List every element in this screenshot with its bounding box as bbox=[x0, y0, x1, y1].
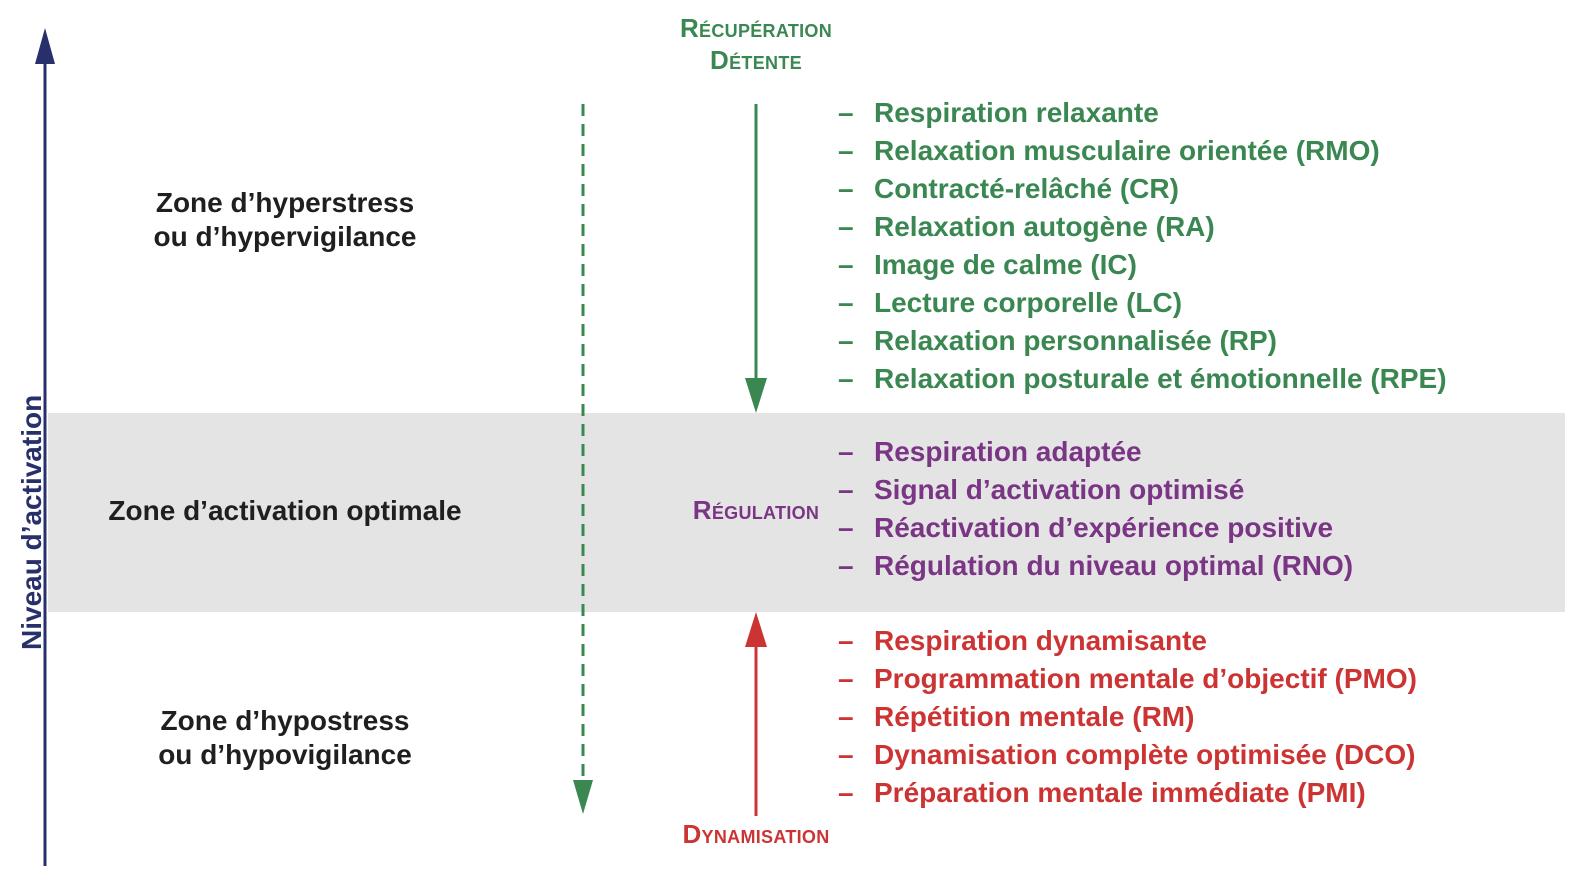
zone-hypostress-line2: ou d’hypovigilance bbox=[158, 739, 412, 770]
dynamization-technique-item: –Programmation mentale d’objectif (PMO) bbox=[838, 660, 1417, 698]
zone-hyperstress-line2: ou d’hypervigilance bbox=[153, 221, 417, 252]
dynamization-technique-list: –Respiration dynamisante–Programmation m… bbox=[838, 622, 1417, 812]
activation-axis-label: Niveau d’activation bbox=[16, 394, 47, 650]
dynamization-arrowhead bbox=[745, 612, 767, 647]
phase-regulation-label: Régulation bbox=[666, 494, 846, 526]
list-dash: – bbox=[838, 363, 854, 394]
regulation-technique-text: Régulation du niveau optimal (RNO) bbox=[874, 550, 1354, 581]
zone-optimal-text: Zone d’activation optimale bbox=[108, 495, 462, 526]
phase-regulation-text: Régulation bbox=[692, 495, 820, 525]
dynamization-technique-item: –Respiration dynamisante bbox=[838, 622, 1417, 660]
list-dash: – bbox=[838, 325, 854, 356]
regulation-technique-item: –Régulation du niveau optimal (RNO) bbox=[838, 547, 1353, 585]
list-dash: – bbox=[838, 701, 854, 732]
regulation-technique-text: Réactivation d’expérience positive bbox=[874, 512, 1334, 543]
dynamization-technique-item: –Répétition mentale (RM) bbox=[838, 698, 1417, 736]
dynamization-technique-text: Dynamisation complète optimisée (DCO) bbox=[874, 739, 1416, 770]
list-dash: – bbox=[838, 249, 854, 280]
dynamization-technique-text: Respiration dynamisante bbox=[874, 625, 1207, 656]
list-dash: – bbox=[838, 173, 854, 204]
recovery-technique-text: Relaxation posturale et émotionnelle (RP… bbox=[874, 363, 1447, 394]
recovery-technique-item: –Respiration relaxante bbox=[838, 94, 1447, 132]
phase-dynamization-label: Dynamisation bbox=[636, 818, 876, 850]
regulation-technique-list: –Respiration adaptée–Signal d’activation… bbox=[838, 433, 1353, 585]
zone-optimal-label: Zone d’activation optimale bbox=[70, 494, 500, 528]
regulation-technique-text: Respiration adaptée bbox=[874, 436, 1142, 467]
recovery-technique-text: Relaxation autogène (RA) bbox=[874, 211, 1215, 242]
list-dash: – bbox=[838, 436, 854, 467]
list-dash: – bbox=[838, 474, 854, 505]
dashed-descent-arrowhead bbox=[573, 780, 593, 814]
regulation-technique-item: –Réactivation d’expérience positive bbox=[838, 509, 1353, 547]
dynamization-technique-item: –Dynamisation complète optimisée (DCO) bbox=[838, 736, 1417, 774]
regulation-technique-text: Signal d’activation optimisé bbox=[874, 474, 1245, 505]
recovery-technique-item: –Image de calme (IC) bbox=[838, 246, 1447, 284]
recovery-technique-text: Image de calme (IC) bbox=[874, 249, 1137, 280]
list-dash: – bbox=[838, 135, 854, 166]
phase-recovery-line1: Récupération bbox=[679, 13, 833, 43]
recovery-technique-item: –Relaxation autogène (RA) bbox=[838, 208, 1447, 246]
recovery-technique-item: –Relaxation posturale et émotionnelle (R… bbox=[838, 360, 1447, 398]
list-dash: – bbox=[838, 97, 854, 128]
recovery-technique-list: –Respiration relaxante–Relaxation muscul… bbox=[838, 94, 1447, 398]
dynamization-technique-text: Préparation mentale immédiate (PMI) bbox=[874, 777, 1366, 808]
dynamization-technique-text: Programmation mentale d’objectif (PMO) bbox=[874, 663, 1417, 694]
list-dash: – bbox=[838, 287, 854, 318]
dynamization-technique-item: –Préparation mentale immédiate (PMI) bbox=[838, 774, 1417, 812]
phase-dynamization-text: Dynamisation bbox=[682, 819, 830, 849]
recovery-technique-item: –Relaxation musculaire orientée (RMO) bbox=[838, 132, 1447, 170]
regulation-technique-item: –Signal d’activation optimisé bbox=[838, 471, 1353, 509]
recovery-technique-item: –Relaxation personnalisée (RP) bbox=[838, 322, 1447, 360]
regulation-technique-item: –Respiration adaptée bbox=[838, 433, 1353, 471]
recovery-technique-text: Respiration relaxante bbox=[874, 97, 1159, 128]
zone-hypostress-label: Zone d’hypostress ou d’hypovigilance bbox=[110, 704, 460, 772]
activation-axis-arrowhead bbox=[35, 28, 55, 64]
optimal-zone-band bbox=[48, 413, 1565, 612]
list-dash: – bbox=[838, 777, 854, 808]
list-dash: – bbox=[838, 739, 854, 770]
recovery-arrowhead bbox=[745, 378, 767, 413]
recovery-technique-text: Contracté-relâché (CR) bbox=[874, 173, 1179, 204]
recovery-technique-item: –Contracté-relâché (CR) bbox=[838, 170, 1447, 208]
recovery-technique-item: –Lecture corporelle (LC) bbox=[838, 284, 1447, 322]
zone-hyperstress-label: Zone d’hyperstress ou d’hypervigilance bbox=[110, 186, 460, 254]
recovery-technique-text: Relaxation personnalisée (RP) bbox=[874, 325, 1278, 356]
dynamization-technique-text: Répétition mentale (RM) bbox=[874, 701, 1195, 732]
recovery-technique-text: Lecture corporelle (LC) bbox=[874, 287, 1183, 318]
list-dash: – bbox=[838, 663, 854, 694]
list-dash: – bbox=[838, 550, 854, 581]
phase-recovery-line2: Détente bbox=[710, 45, 802, 75]
list-dash: – bbox=[838, 211, 854, 242]
zone-hypostress-line1: Zone d’hypostress bbox=[160, 705, 410, 736]
zone-hyperstress-line1: Zone d’hyperstress bbox=[155, 187, 415, 218]
recovery-technique-text: Relaxation musculaire orientée (RMO) bbox=[874, 135, 1380, 166]
phase-recovery-label: Récupération Détente bbox=[636, 12, 876, 76]
list-dash: – bbox=[838, 512, 854, 543]
list-dash: – bbox=[838, 625, 854, 656]
